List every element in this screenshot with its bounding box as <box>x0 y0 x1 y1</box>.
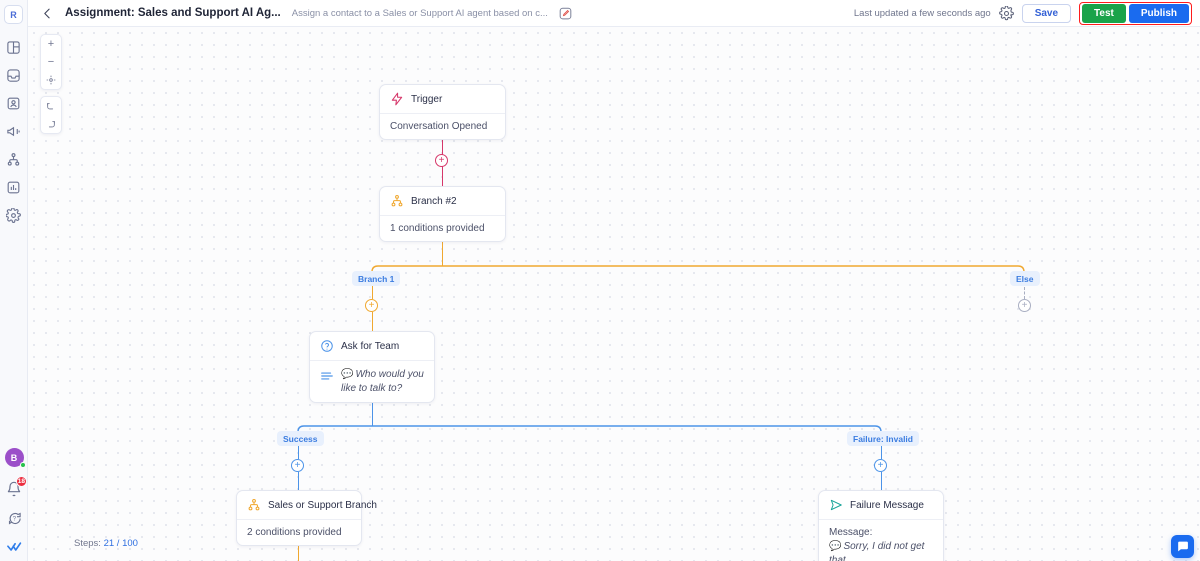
edge-success-stem-top <box>297 446 299 459</box>
edge-else-dashed <box>1024 287 1025 299</box>
chat-bubble-icon[interactable] <box>1171 535 1194 558</box>
last-updated-text: Last updated a few seconds ago <box>853 7 991 19</box>
add-step-button-success[interactable]: + <box>291 459 304 472</box>
notification-count-badge: 18 <box>15 476 27 487</box>
node-sales-or-support-branch[interactable]: Sales or Support Branch 2 conditions pro… <box>236 490 377 546</box>
send-plane-icon <box>829 498 843 512</box>
avatar-initial: B <box>4 448 24 467</box>
message-label: Message: <box>829 527 873 538</box>
inbox-icon[interactable] <box>6 68 21 83</box>
node-header: Branch #2 <box>380 187 505 216</box>
avatar[interactable]: B <box>4 448 26 468</box>
node-message: 💬Who would you like to talk to? <box>341 368 424 395</box>
rail-icon-list <box>6 40 21 223</box>
node-trigger[interactable]: Trigger Conversation Opened <box>379 84 506 140</box>
zoom-in-button[interactable]: + <box>47 38 55 50</box>
node-header: Sales or Support Branch <box>237 491 377 520</box>
history-controls-card <box>40 96 62 134</box>
automation-icon[interactable] <box>6 152 21 167</box>
steps-counter: Steps: 21 / 100 <box>74 538 138 549</box>
node-branch-2[interactable]: Branch #2 1 conditions provided <box>379 186 506 242</box>
node-title: Branch #2 <box>411 195 457 207</box>
test-button[interactable]: Test <box>1082 3 1126 23</box>
edge-failure-stem-top <box>880 446 882 459</box>
message-emoji: 💬 <box>341 369 354 380</box>
page-title: Assignment: Sales and Support AI Ag... <box>65 7 281 19</box>
double-check-logo <box>6 540 22 555</box>
edge-ask-down <box>371 401 373 426</box>
node-body: 💬Who would you like to talk to? <box>310 361 434 402</box>
edge-label-branch1[interactable]: Branch 1 <box>352 271 401 286</box>
flow-canvas[interactable]: + Branch 1 + Else + Success + Failure: I… <box>28 27 1200 561</box>
node-body: 1 conditions provided <box>390 223 485 234</box>
rail-bottom-group: B 18 ? <box>0 448 28 555</box>
node-message: 💬Sorry, I did not get that. <box>829 541 924 561</box>
node-header: Failure Message <box>819 491 943 520</box>
canvas-controls: + − <box>40 34 62 134</box>
online-status-dot <box>19 462 26 468</box>
message-text: Who would you like to talk to? <box>341 369 424 394</box>
edge-label-success[interactable]: Success <box>277 431 324 446</box>
add-step-button-branch1[interactable]: + <box>365 299 378 312</box>
page-subtitle: Assign a contact to a Sales or Support A… <box>291 7 548 19</box>
back-button[interactable] <box>37 3 57 23</box>
node-title: Failure Message <box>850 499 924 511</box>
node-body: Conversation Opened <box>390 121 488 132</box>
help-icon[interactable]: ? <box>7 511 22 526</box>
edit-pencil-icon[interactable] <box>558 6 573 21</box>
steps-label: Steps: <box>74 538 101 549</box>
node-header: Trigger <box>380 85 505 114</box>
node-title: Ask for Team <box>341 340 400 352</box>
lightning-bolt-icon <box>390 92 404 106</box>
message-emoji: 💬 <box>829 541 842 552</box>
node-failure-message[interactable]: Failure Message Message: 💬Sorry, I did n… <box>818 490 944 561</box>
edge-branch2-down <box>441 240 443 266</box>
campaigns-icon[interactable] <box>6 124 21 139</box>
settings-icon[interactable] <box>6 208 21 223</box>
highlighted-actions-group: Test Publish <box>1079 1 1192 25</box>
app-header: Assignment: Sales and Support AI Ag... A… <box>28 0 1200 27</box>
edge-branch1-stem-top <box>371 286 373 299</box>
node-header: Ask for Team <box>310 332 434 361</box>
svg-text:?: ? <box>12 516 16 523</box>
fit-view-button[interactable] <box>41 71 61 89</box>
edge-salesbranch-down <box>297 546 299 561</box>
list-lines-icon <box>320 369 334 383</box>
reports-icon[interactable] <box>6 180 21 195</box>
question-circle-icon <box>320 339 334 353</box>
edge-label-failure[interactable]: Failure: Invalid <box>847 431 919 446</box>
add-step-button-failure[interactable]: + <box>874 459 887 472</box>
node-title: Sales or Support Branch <box>268 499 377 511</box>
branch-hierarchy-icon <box>247 498 261 512</box>
zoom-out-button[interactable]: − <box>47 56 55 68</box>
node-body: 2 conditions provided <box>247 527 342 538</box>
steps-value: 21 / 100 <box>103 538 138 549</box>
edge-branch1-stem-bottom <box>371 312 373 331</box>
add-step-button-trigger[interactable]: + <box>435 154 448 167</box>
gear-icon[interactable] <box>998 5 1014 21</box>
left-nav-rail: R B <box>0 0 28 561</box>
notifications-bell-icon[interactable]: 18 <box>6 476 27 497</box>
edge-label-else[interactable]: Else <box>1010 271 1040 286</box>
add-step-button-else[interactable]: + <box>1018 299 1031 312</box>
flow-canvas-content: + Branch 1 + Else + Success + Failure: I… <box>28 27 1200 561</box>
save-button[interactable]: Save <box>1021 3 1072 23</box>
publish-button[interactable]: Publish <box>1128 3 1189 23</box>
contacts-icon[interactable] <box>6 96 21 111</box>
zoom-controls-card: + − <box>40 34 62 90</box>
node-ask-for-team[interactable]: Ask for Team 💬Who would you like to talk… <box>309 331 435 403</box>
message-text: Sorry, I did not get that. <box>829 541 925 561</box>
node-title: Trigger <box>411 93 443 105</box>
header-actions: Last updated a few seconds ago Save Test… <box>853 1 1200 25</box>
edge-success-stem-bottom <box>297 472 299 490</box>
dashboard-icon[interactable] <box>6 40 21 55</box>
edge-failure-stem-bottom <box>880 472 882 490</box>
redo-button[interactable] <box>41 115 61 133</box>
branch-hierarchy-icon <box>390 194 404 208</box>
workspace-logo[interactable]: R <box>4 5 23 24</box>
undo-button[interactable] <box>41 97 61 115</box>
node-body: Message: 💬Sorry, I did not get that. <box>819 520 943 561</box>
